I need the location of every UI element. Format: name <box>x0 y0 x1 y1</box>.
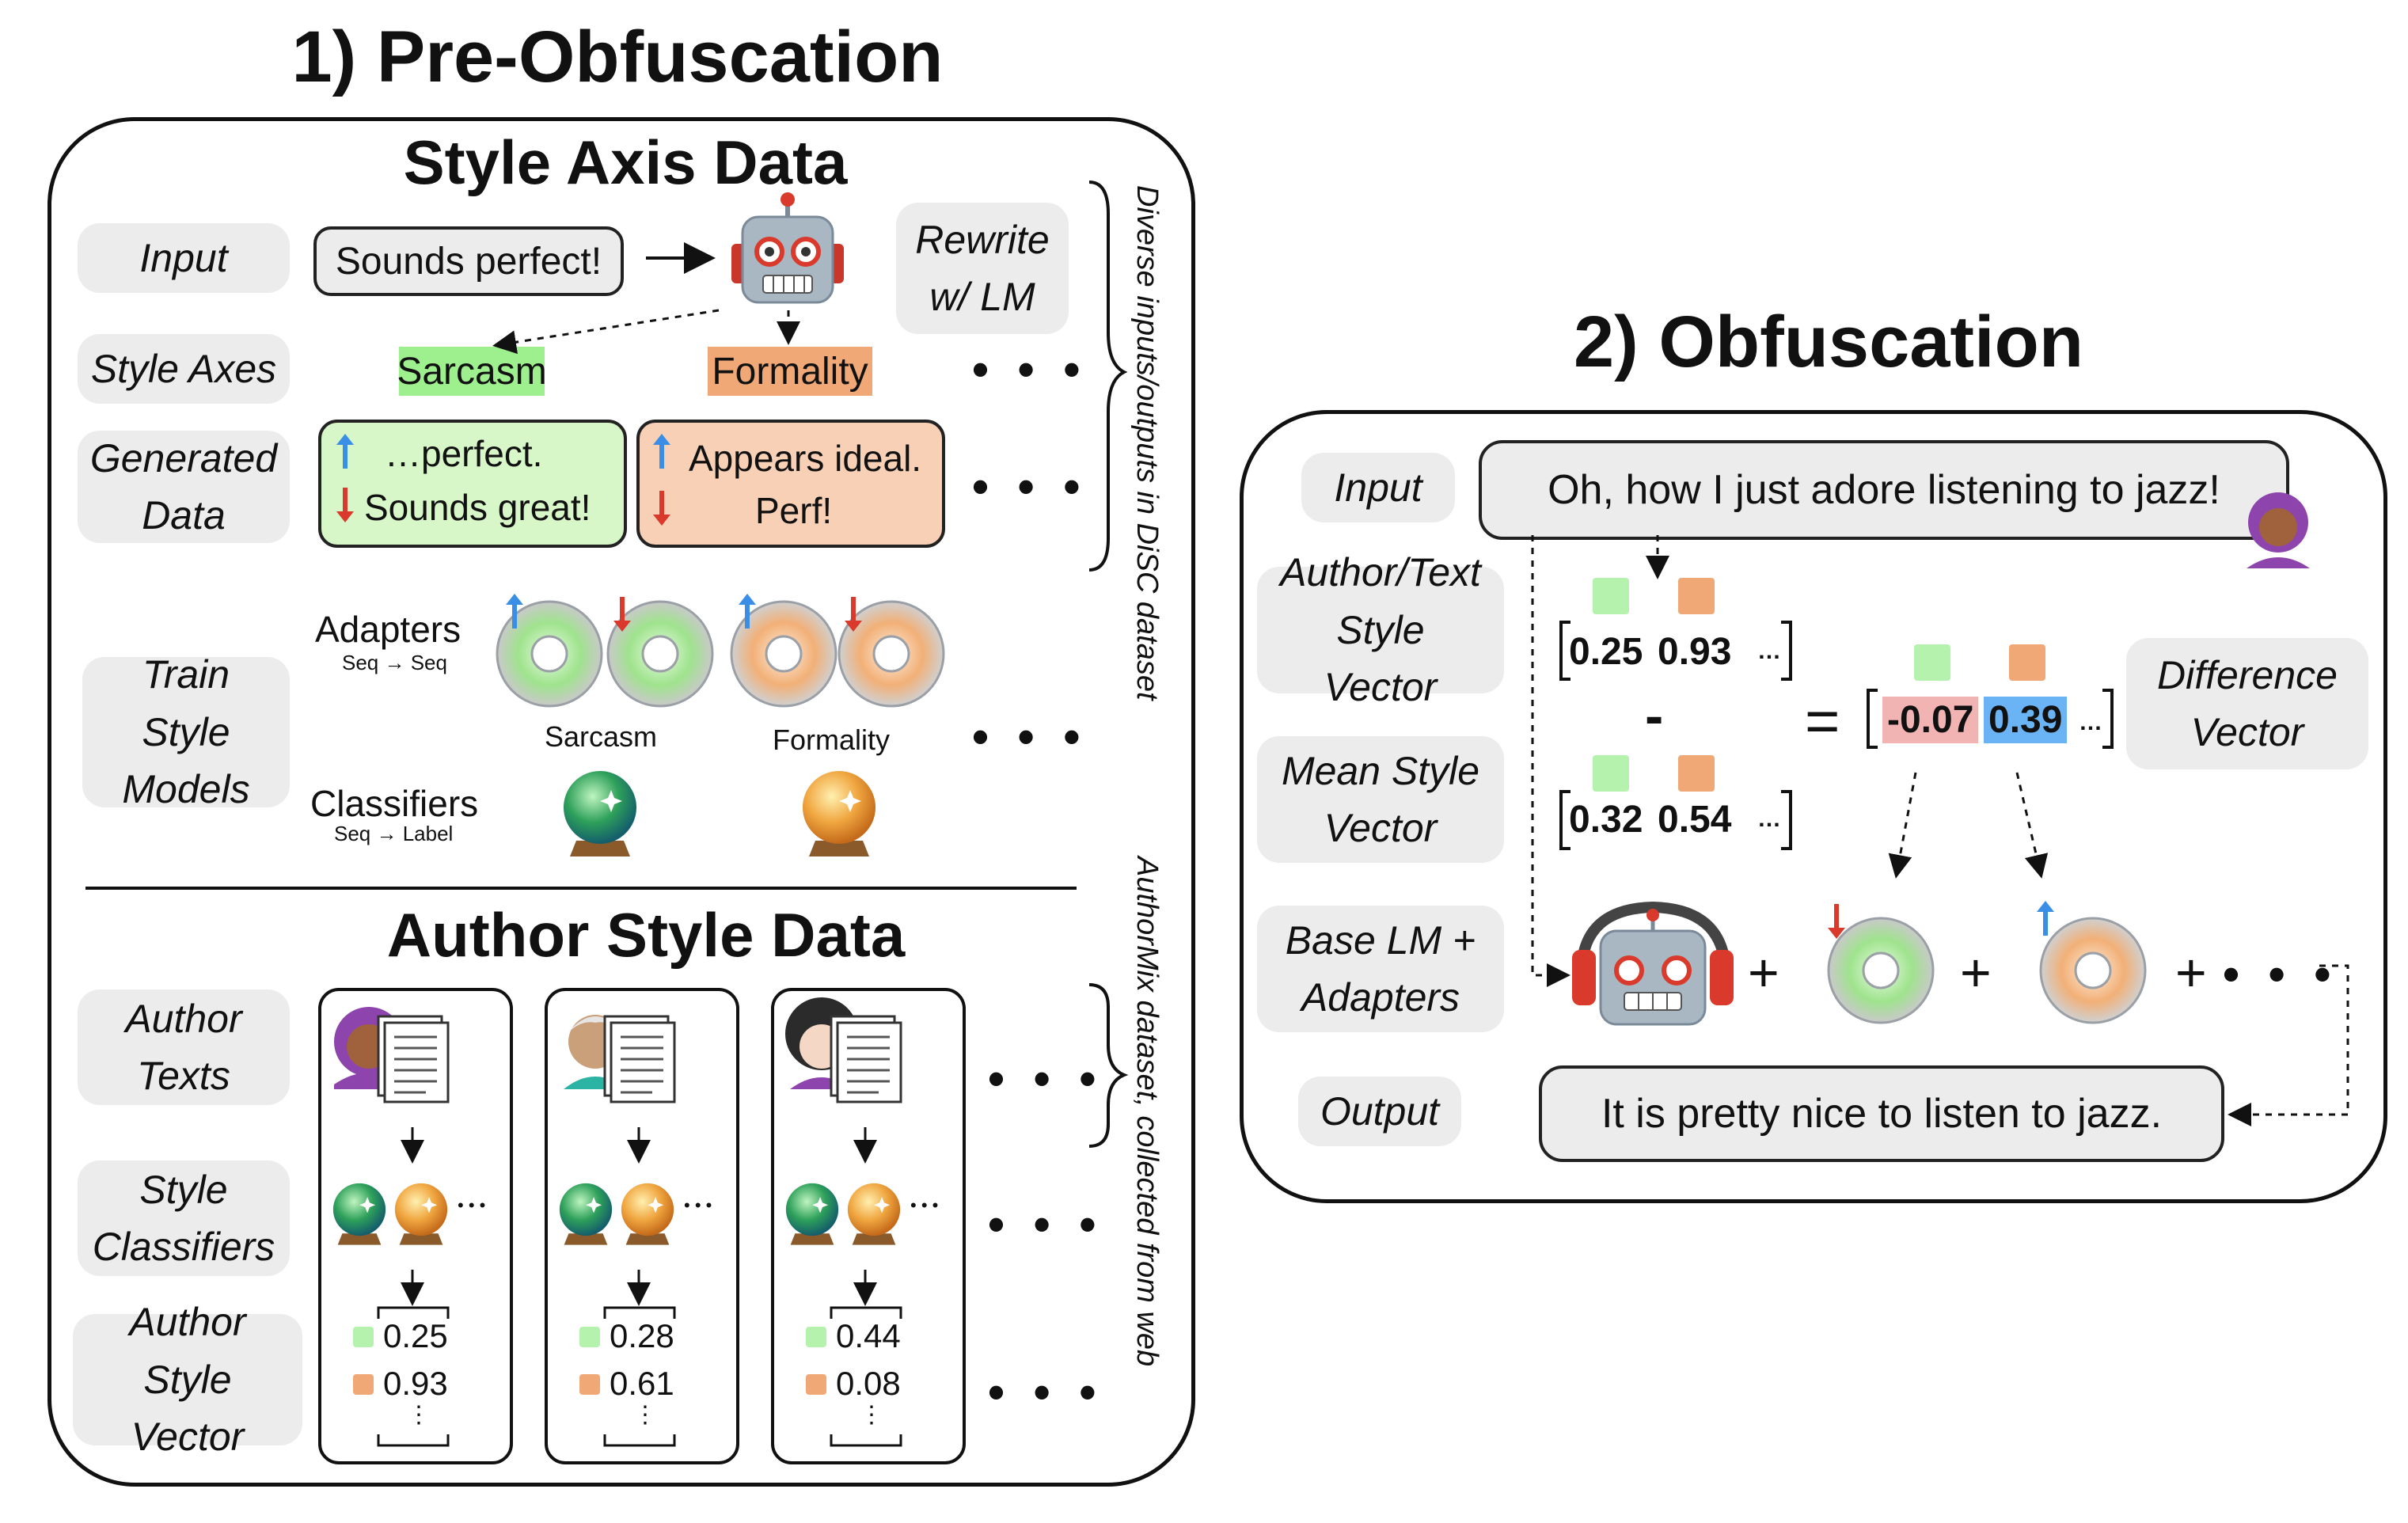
label-train-style-models: Train Style Models <box>82 652 290 811</box>
robot-icon <box>731 192 844 304</box>
label-style-axes: Style Axes <box>78 334 290 404</box>
author-vec-sq-orange <box>1678 578 1715 614</box>
pre-obfuscation-title: 1) Pre-Obfuscation <box>291 17 944 97</box>
classifier-col2-ellipsis: • • • <box>684 1195 712 1215</box>
gen-formality-up-arrow <box>653 434 670 469</box>
plus-sign-1: + <box>1748 943 1779 1003</box>
adapters-label: Adapters <box>315 609 461 650</box>
author-vec-trail: … <box>1757 638 1781 664</box>
classifiers-sub-label: Seq → Label <box>334 822 454 845</box>
author-2-value-1: 0.28 <box>610 1317 674 1354</box>
input-to-base-lm-arrow <box>1531 535 1571 987</box>
classifier-col3-ellipsis: • • • <box>910 1195 939 1215</box>
generated-sarcasm-box: …perfect. Sounds great! <box>318 420 627 548</box>
models-ellipsis: • • • <box>972 710 1088 763</box>
label-author-texts: Author Texts <box>78 989 290 1105</box>
mean-vec-value-1: 0.32 <box>1569 799 1643 841</box>
author-2-sq-green <box>579 1327 600 1347</box>
classifiers-label: Classifiers <box>310 783 479 824</box>
obf-label-base-lm: Base LM + Adapters <box>1257 906 1504 1032</box>
obf-input-text-pill: Oh, how I just adore listening to jazz! <box>1479 440 2289 540</box>
headphones-robot-icon <box>1572 901 1734 1026</box>
plus-sign-2: + <box>1960 943 1992 1003</box>
vector-minus-sign: - <box>1645 685 1664 746</box>
obf-label-author-vector: Author/Text Style Vector <box>1257 550 1504 709</box>
label-generated-data: Generated Data <box>78 431 290 543</box>
robot-to-sarcasm-arrow <box>492 309 720 355</box>
mean-vec-sq-green <box>1593 755 1629 792</box>
author-1-value-1: 0.25 <box>383 1317 448 1354</box>
sarcasm-axis-tag: Sarcasm <box>397 347 547 396</box>
axes-ellipsis: • • • <box>972 343 1088 396</box>
vector-equals-sign: = <box>1805 688 1840 755</box>
author-vec-sq-green <box>1593 578 1629 614</box>
rewrite-with-lm-label: Rewrite w/ LM <box>896 203 1069 334</box>
obf-adapters-ellipsis: • • • <box>2223 948 2339 1001</box>
generated-formality-box: Appears ideal. Perf! <box>636 420 945 548</box>
gen-formality-line-2: Perf! <box>755 490 833 531</box>
diff-vec-value-2: 0.39 <box>1984 697 2068 743</box>
author-vec-value-1: 0.25 <box>1569 631 1643 673</box>
mean-vec-sq-orange <box>1678 755 1715 792</box>
adapters-to-output-arrow <box>2228 964 2349 1126</box>
classifier-col1-ellipsis: • • • <box>458 1195 486 1215</box>
model-label-formality: Formality <box>773 724 891 756</box>
author-3-vdots: ⋮ <box>860 1402 883 1428</box>
author-1-value-2: 0.93 <box>383 1365 448 1402</box>
disc-brace <box>1088 180 1128 572</box>
model-label-sarcasm: Sarcasm <box>545 720 658 753</box>
generated-ellipsis: • • • <box>972 460 1088 513</box>
label-input: Input <box>78 223 290 293</box>
disc-icon <box>496 594 945 708</box>
section-divider <box>85 887 1077 890</box>
adapter-disc-icons <box>1828 901 2147 1024</box>
authormix-brace <box>1088 983 1129 1148</box>
obfuscation-title: 2) Obfuscation <box>1573 302 2084 382</box>
style-axis-title: Style Axis Data <box>403 127 848 197</box>
mean-vec-trail: … <box>1757 806 1781 832</box>
author-1-sq-orange <box>353 1374 374 1395</box>
author-1-vdots: ⋮ <box>407 1402 431 1428</box>
gen-formality-down-arrow <box>653 491 670 526</box>
obf-output-text-pill: It is pretty nice to listen to jazz. <box>1539 1065 2224 1162</box>
author-3-sq-green <box>806 1327 826 1347</box>
author-3-value-1: 0.44 <box>836 1317 901 1354</box>
diff-vec-sq-orange <box>2009 644 2045 681</box>
obf-label-output: Output <box>1298 1077 1461 1146</box>
obf-label-mean-vector: Mean Style Vector <box>1257 736 1504 863</box>
diff-vec-sq-green <box>1914 644 1950 681</box>
mean-vec-value-2: 0.54 <box>1658 799 1732 841</box>
crystal-ball-icon <box>564 771 875 856</box>
author-1-sq-green <box>353 1327 374 1347</box>
gen-sarcasm-down-arrow <box>336 488 354 522</box>
gen-formality-line-1: Appears ideal. <box>689 438 922 479</box>
author-style-title: Author Style Data <box>386 900 906 970</box>
obf-label-difference-vector: Difference Vector <box>2126 638 2368 769</box>
diff-vec-value-1: -0.07 <box>1882 697 1979 743</box>
author-vec-value-2: 0.93 <box>1658 631 1732 673</box>
author-3-sq-orange <box>806 1374 826 1395</box>
formality-axis-tag: Formality <box>708 347 872 396</box>
gen-sarcasm-up-arrow <box>336 434 354 469</box>
style-classifiers-ellipsis: • • • <box>988 1198 1104 1251</box>
gen-sarcasm-line-2: Sounds great! <box>364 487 591 528</box>
author-texts-ellipsis: • • • <box>988 1052 1104 1105</box>
plus-sign-3: + <box>2175 943 2207 1003</box>
adapters-sub-label: Seq → Seq <box>342 651 447 674</box>
gen-sarcasm-line-1: …perfect. <box>385 433 543 474</box>
author-2-sq-orange <box>579 1374 600 1395</box>
diff-vec-trail: … <box>2079 709 2102 735</box>
author-vector-ellipsis: • • • <box>988 1365 1104 1419</box>
author-classifier-balls <box>332 1183 901 1245</box>
label-style-classifiers: Style Classifiers <box>78 1160 290 1276</box>
author-3-value-2: 0.08 <box>836 1365 901 1402</box>
author-avatar-icon <box>2247 492 2310 568</box>
author-2-vdots: ⋮ <box>633 1402 657 1428</box>
obf-label-input: Input <box>1301 453 1455 522</box>
input-text-pill: Sounds perfect! <box>313 226 624 296</box>
author-2-value-2: 0.61 <box>610 1365 674 1402</box>
